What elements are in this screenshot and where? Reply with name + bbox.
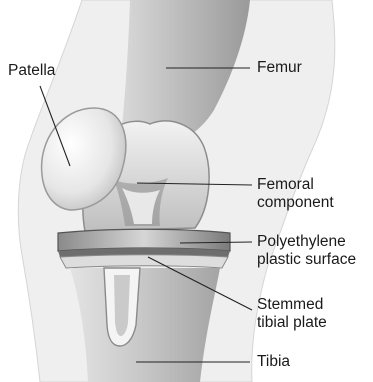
label-polyethylene-line1: Polyethylene	[257, 233, 356, 251]
label-femoral-component-line1: Femoral	[257, 176, 334, 194]
label-stemmed-tibial-plate-line2: tibial plate	[257, 314, 327, 332]
label-femoral-component-line2: component	[257, 194, 334, 212]
label-stemmed-tibial-plate-line1: Stemmed	[257, 296, 327, 314]
label-femoral-component: Femoral component	[257, 176, 334, 212]
label-polyethylene-line2: plastic surface	[257, 251, 356, 269]
label-polyethylene: Polyethylene plastic surface	[257, 233, 356, 269]
tibia-bone	[70, 268, 220, 382]
label-femur: Femur	[257, 59, 302, 77]
tibial-plate	[60, 255, 228, 268]
polyethylene-surface	[58, 229, 230, 251]
label-patella: Patella	[8, 62, 55, 80]
label-stemmed-tibial-plate: Stemmed tibial plate	[257, 296, 327, 332]
label-tibia: Tibia	[257, 353, 290, 371]
